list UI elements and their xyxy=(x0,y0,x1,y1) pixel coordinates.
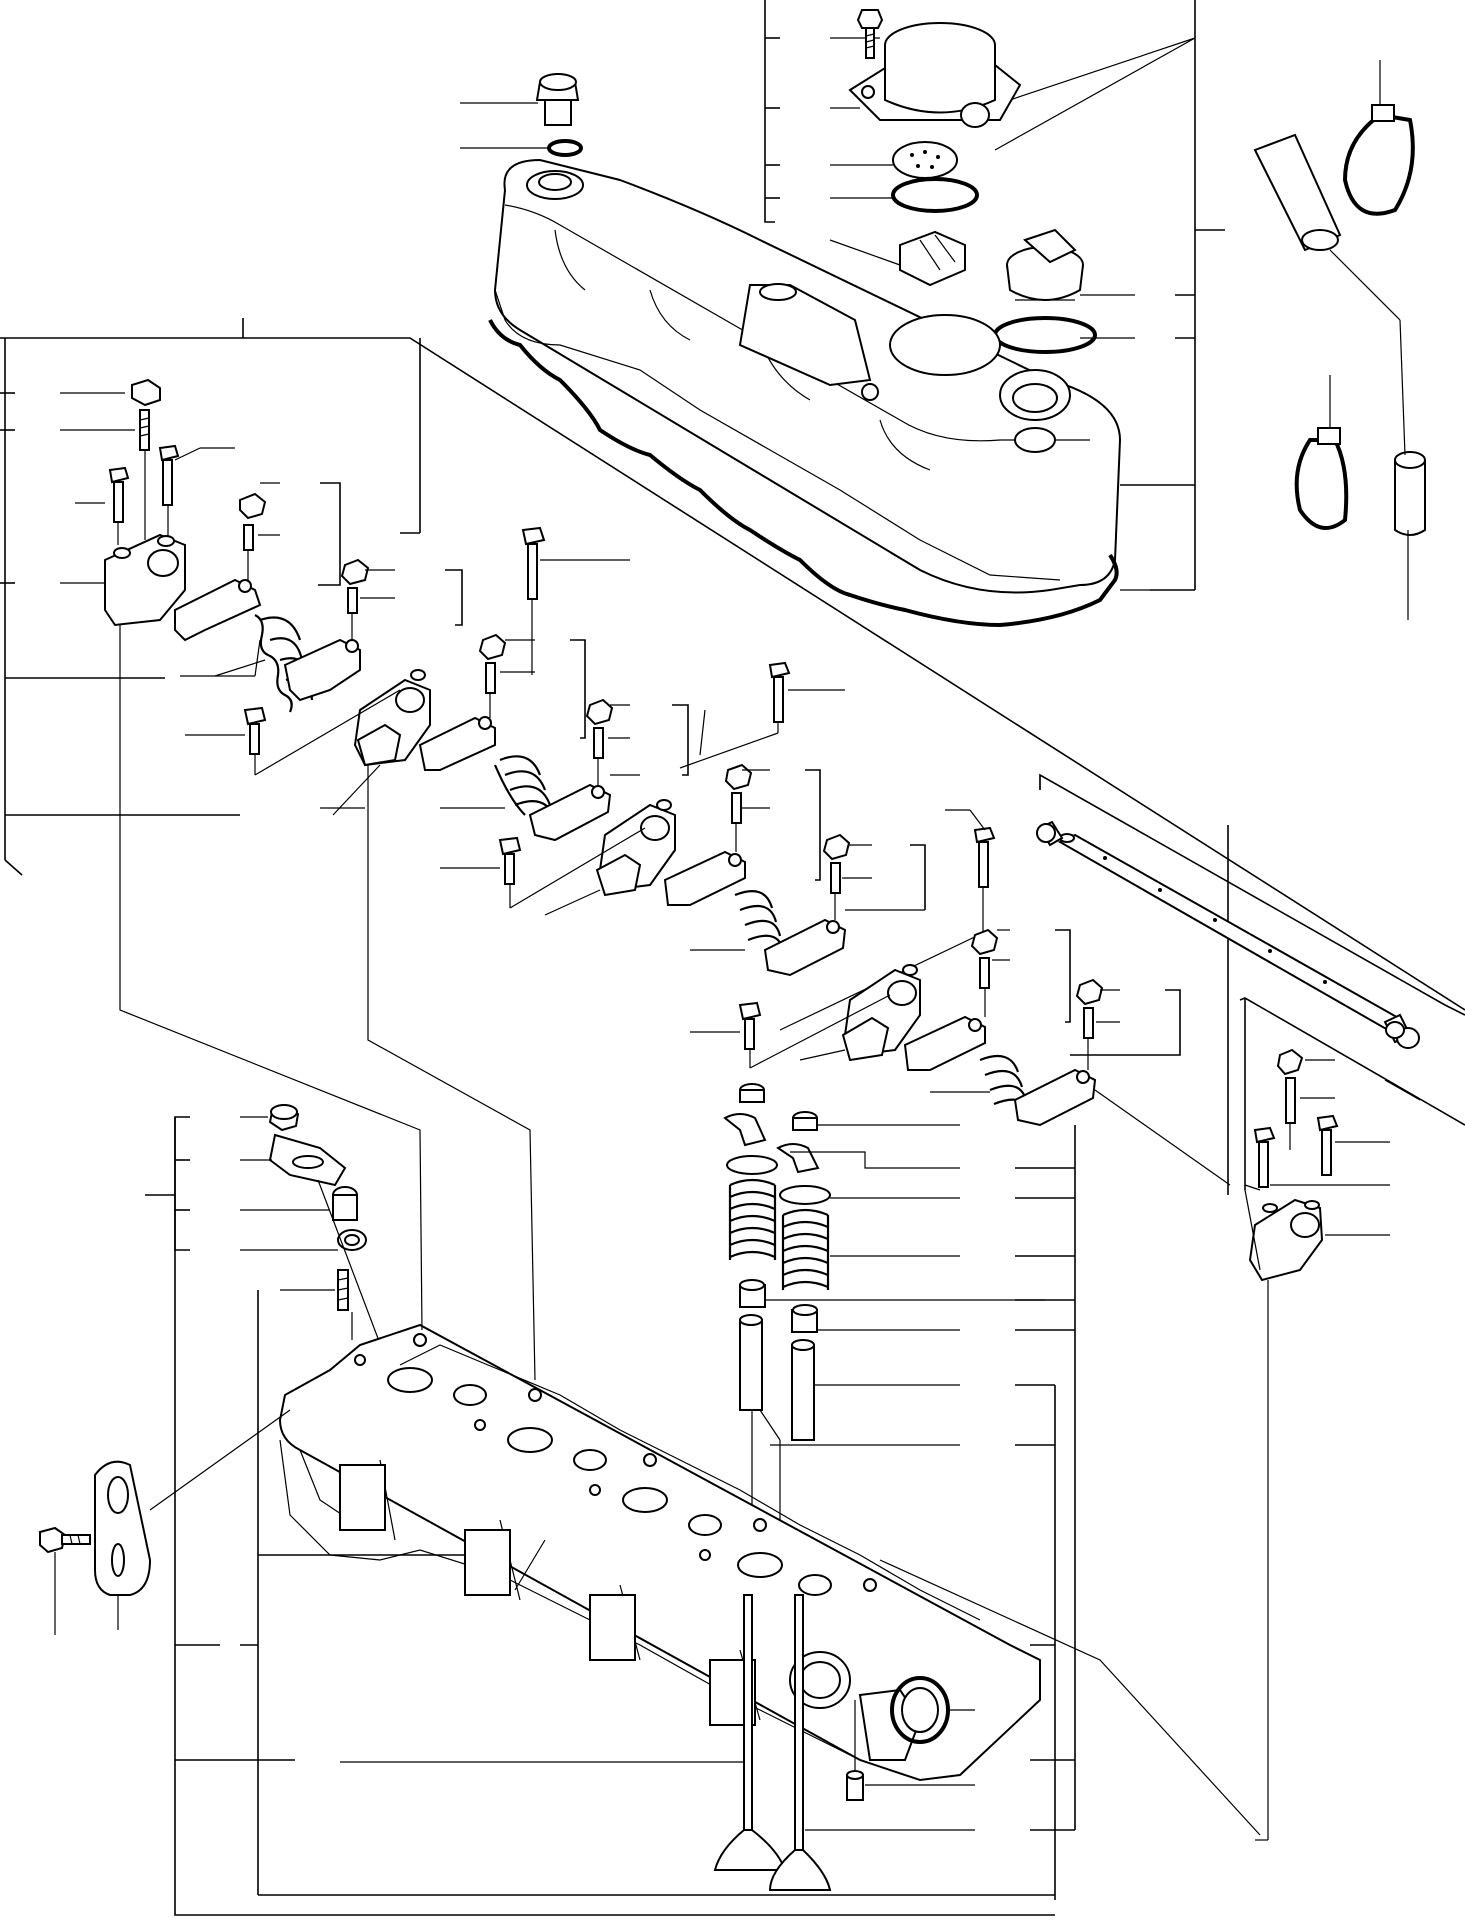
hose-clamp-lower xyxy=(1294,375,1349,530)
rocker-3-bracket-lines xyxy=(805,769,926,910)
rocker-assembly-3 xyxy=(440,661,925,977)
manifold-parts xyxy=(240,1104,391,1371)
exhaust-valve xyxy=(768,1594,975,1891)
lifting-eye xyxy=(94,1409,291,1630)
valve-cover-gasket xyxy=(488,319,1119,628)
rocker-assembly-2 xyxy=(185,526,640,842)
rocker-2-bracket-lines xyxy=(332,639,706,816)
dowel-pin xyxy=(846,1770,864,1801)
rocker-4-bracket-lines xyxy=(1055,929,1181,1056)
breather-o-ring xyxy=(891,177,979,213)
breather-filter-element xyxy=(892,141,958,179)
breather-group-bracket xyxy=(764,0,1225,591)
breather-cap xyxy=(848,22,1022,128)
filler-cap-o-ring xyxy=(993,316,1097,354)
hose-clamp-upper xyxy=(1342,60,1415,216)
oil-filler-cap xyxy=(1006,228,1084,301)
plug-washer xyxy=(547,139,583,157)
cover-plug xyxy=(535,73,580,126)
cross-leaders xyxy=(119,765,1261,1836)
rocker-1-bracket-lines xyxy=(180,482,463,677)
valve-cover xyxy=(493,158,1122,594)
manifold-bracket xyxy=(145,1116,1055,1916)
baffle-block xyxy=(899,230,966,287)
lifting-eye-bolt xyxy=(39,1526,91,1635)
breather-hose xyxy=(1253,133,1426,620)
intake-valve xyxy=(340,1594,787,1871)
seal-ring xyxy=(890,1676,950,1744)
valve-train xyxy=(723,1083,1045,1595)
end-rocker-bracket xyxy=(1239,997,1465,1841)
rocker-assembly-4 xyxy=(690,809,1231,1186)
breather-bolt xyxy=(856,9,884,59)
seal-ring-inner xyxy=(901,1687,939,1733)
rocker-group-bracket xyxy=(0,318,1465,1011)
valve-train-bracket xyxy=(1015,1125,1076,1900)
rocker-shaft xyxy=(1036,773,1465,1195)
rocker-assembly-1 xyxy=(104,378,395,1005)
